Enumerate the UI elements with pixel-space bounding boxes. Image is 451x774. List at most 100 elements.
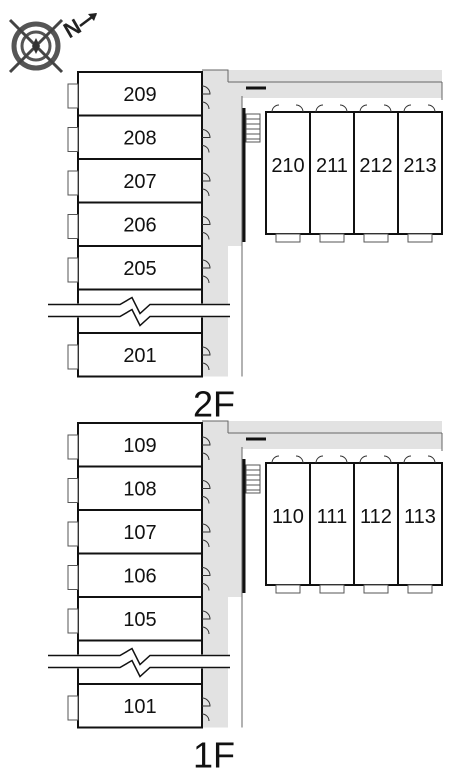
door-swing-icon [295, 104, 304, 113]
balcony [67, 83, 79, 109]
corridor [228, 447, 242, 597]
door-swing-icon [201, 362, 210, 371]
door-swing-icon [359, 455, 368, 464]
balcony [67, 521, 79, 547]
north-arrow-icon [79, 13, 97, 27]
unit-number: 106 [123, 565, 156, 587]
door-swing-icon [427, 455, 436, 464]
balcony [407, 584, 433, 594]
unit-number: 107 [123, 522, 156, 544]
balcony [67, 434, 79, 460]
balcony [67, 170, 79, 196]
balcony [363, 233, 389, 243]
break-gap [40, 303, 230, 318]
unit-room [77, 71, 203, 117]
door-swing-icon [201, 583, 210, 591]
compass-north-icon [8, 18, 64, 74]
break-gap [40, 654, 230, 669]
corridor [202, 421, 228, 728]
unit-number: 109 [123, 435, 156, 457]
unit-number: 207 [123, 171, 156, 193]
unit-number: 211 [316, 155, 348, 177]
door-swing-icon [403, 104, 412, 113]
door-swing-icon [201, 436, 211, 446]
break-line [48, 296, 230, 315]
unit-number: 112 [360, 506, 392, 528]
unit-number: 210 [271, 155, 304, 177]
unit-number: 108 [123, 478, 156, 500]
balcony [363, 584, 389, 594]
unit-number: 208 [123, 127, 156, 149]
floor-label: 1F [193, 735, 235, 774]
door-swing-icon [201, 145, 210, 153]
door-swing-icon [201, 275, 210, 284]
balcony [67, 565, 79, 590]
door-swing-icon [271, 455, 280, 464]
unit-room [397, 462, 443, 586]
break-line [48, 647, 230, 666]
door-swing-icon [339, 104, 348, 113]
door-swing-icon [201, 188, 210, 197]
unit-number: 209 [123, 84, 156, 106]
unit-room [77, 332, 203, 378]
unit-number: 113 [404, 506, 436, 528]
door-swing-icon [403, 455, 412, 464]
balcony [67, 608, 79, 634]
unit-room [397, 111, 443, 235]
unit-number: 110 [272, 506, 304, 528]
door-swing-icon [383, 455, 392, 464]
balcony [275, 233, 301, 243]
door-swing-icon [295, 455, 304, 464]
door-swing-icon [359, 104, 368, 113]
balcony [407, 233, 433, 243]
door-swing-icon [383, 104, 392, 113]
door-swing-icon [201, 129, 211, 138]
unit-room [77, 201, 203, 247]
floor-1f-plan: 109 108 107 106 105 101 110 111 112 113 1F [40, 420, 443, 774]
balcony [319, 233, 345, 243]
door-swing-icon [201, 626, 210, 635]
floor-label: 2F [193, 384, 235, 425]
unit-number: 111 [317, 506, 347, 528]
unit-room [77, 596, 203, 642]
door-swing-icon [201, 523, 211, 533]
unit-number: 105 [123, 609, 156, 631]
corridor [202, 421, 442, 449]
balcony [67, 127, 79, 152]
corridor [228, 96, 242, 246]
door-swing-icon [201, 697, 211, 707]
door-swing-icon [315, 455, 324, 464]
balcony [67, 478, 79, 503]
door-swing-icon [201, 713, 210, 722]
balcony [67, 695, 79, 721]
balcony [67, 344, 79, 370]
break-line [48, 659, 230, 678]
door-swing-icon [201, 610, 211, 620]
unit-number: 213 [403, 155, 436, 177]
corridor [202, 70, 442, 98]
unit-number: 101 [123, 696, 156, 718]
door-swing-icon [201, 101, 210, 110]
door-swing-icon [315, 104, 324, 113]
unit-number: 206 [123, 214, 156, 236]
balcony [67, 214, 79, 239]
door-swing-icon [201, 346, 211, 356]
door-swing-icon [271, 104, 280, 113]
corridor [202, 70, 228, 377]
door-swing-icon [201, 480, 211, 489]
door-swing-icon [427, 104, 436, 113]
door-swing-icon [201, 539, 210, 548]
door-swing-icon [201, 216, 211, 225]
balcony [319, 584, 345, 594]
door-swing-icon [201, 172, 211, 182]
break-line [48, 308, 230, 327]
door-swing-icon [339, 455, 348, 464]
door-swing-icon [201, 85, 211, 95]
balcony [275, 584, 301, 594]
unit-number: 205 [123, 258, 156, 280]
stair-icon [245, 113, 261, 143]
door-swing-icon [201, 259, 211, 269]
door-swing-icon [201, 232, 210, 240]
